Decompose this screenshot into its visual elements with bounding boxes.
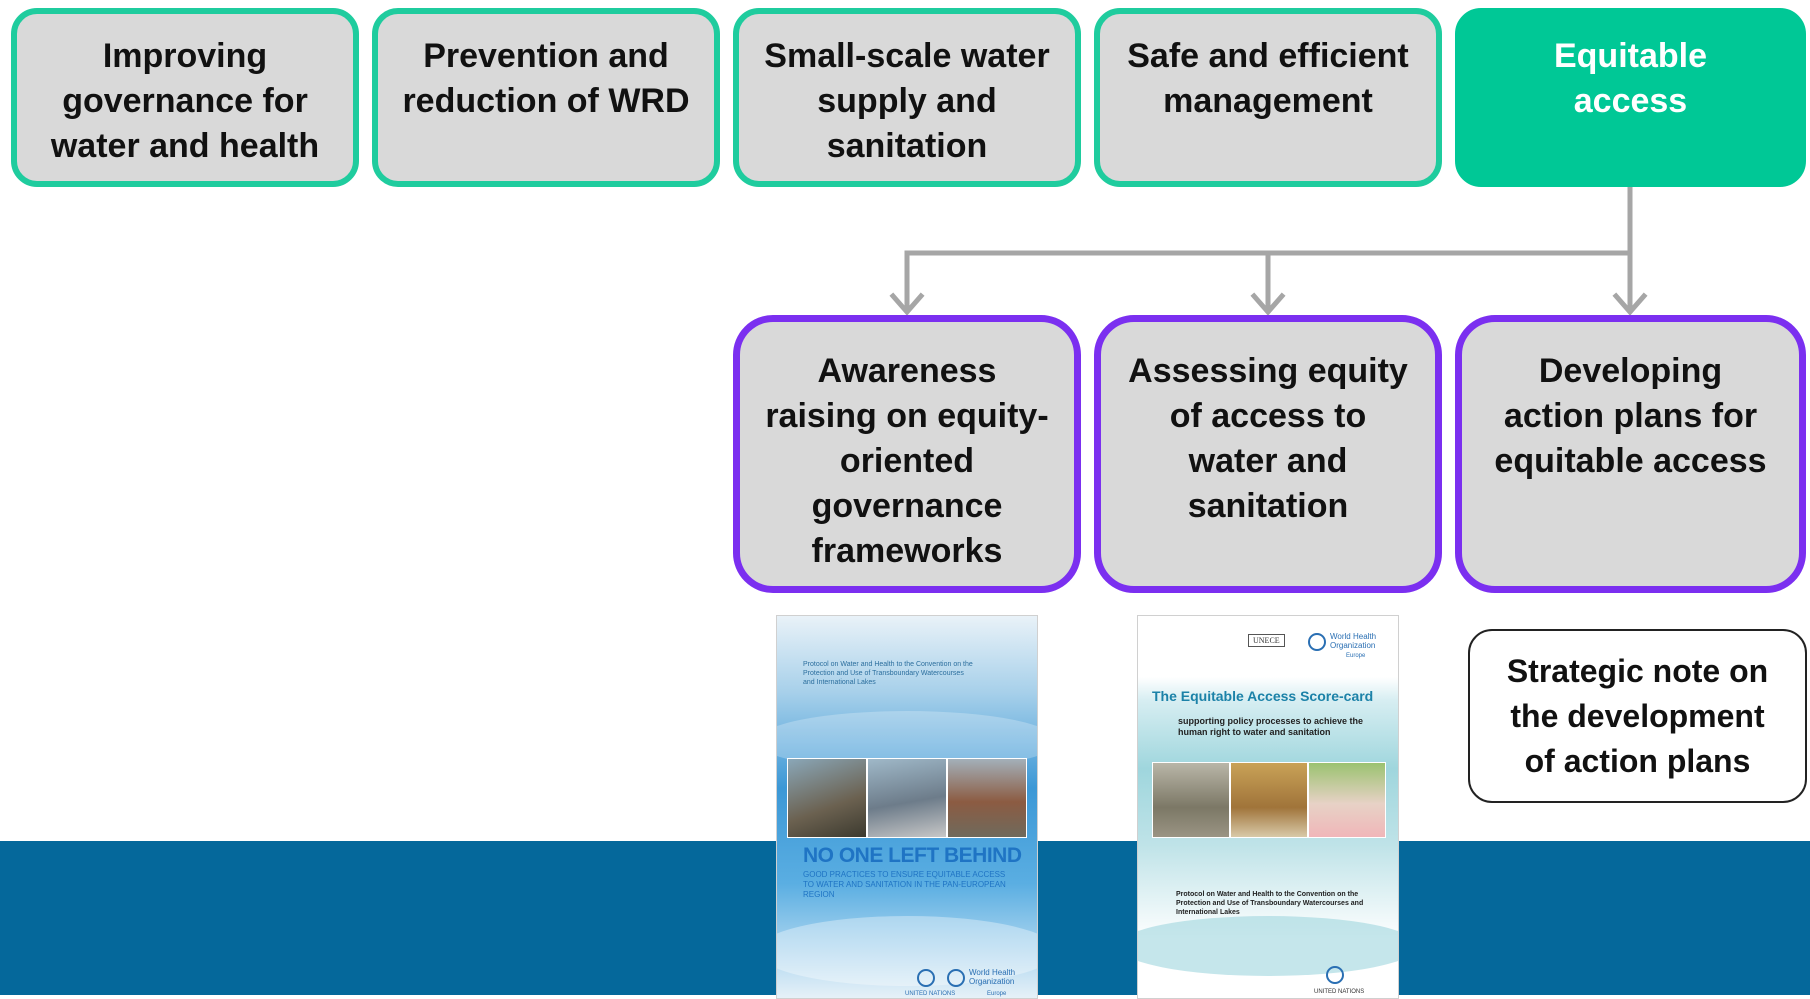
cover-title: The Equitable Access Score-card [1152, 688, 1374, 704]
cover-logo-right: World Health Organization [969, 968, 1016, 986]
arrowhead-3 [1612, 292, 1648, 316]
box-label: Assessing equity of access to water and … [1128, 352, 1408, 525]
cover-photo [787, 758, 867, 838]
arrowhead-2 [1250, 292, 1286, 316]
cover-logo-left: UNECE [1248, 634, 1285, 647]
un-emblem-icon [917, 969, 935, 987]
arrowhead-1 [889, 292, 925, 316]
box-equitable-access: Equitable access [1455, 8, 1806, 187]
note-label: Strategic note on the development of act… [1506, 652, 1769, 779]
cover-photo [1230, 762, 1308, 838]
box-safe-management: Safe and efficient management [1094, 8, 1442, 187]
cover-footer: UNITED NATIONS [1314, 989, 1365, 995]
un-emblem-icon [1326, 966, 1344, 984]
cover-photo [1308, 762, 1386, 838]
who-emblem-icon [1308, 633, 1326, 651]
cover-photo [867, 758, 947, 838]
cover-title: NO ONE LEFT BEHIND [803, 844, 1022, 867]
cover-protocol: Protocol on Water and Health to the Conv… [1176, 891, 1364, 916]
who-emblem-icon [947, 969, 965, 987]
box-label: Prevention and reduction of WRD [402, 37, 690, 120]
box-developing-action-plans: Developing action plans for equitable ac… [1455, 315, 1806, 593]
box-label: Awareness raising on equity- oriented go… [765, 352, 1049, 570]
box-label: Small-scale water supply and sanitation [764, 37, 1050, 165]
box-label: Developing action plans for equitable ac… [1494, 352, 1767, 480]
box-improving-governance: Improving governance for water and healt… [11, 8, 359, 187]
strategic-note: Strategic note on the development of act… [1468, 629, 1807, 803]
cover-photo [947, 758, 1027, 838]
cover-subtitle: GOOD PRACTICES TO ENSURE EQUITABLE ACCES… [803, 870, 1006, 899]
box-label: Improving governance for water and healt… [50, 37, 320, 165]
cover-equitable-access-scorecard: UNECE World Health Organization Europe T… [1137, 615, 1399, 999]
box-label: Safe and efficient management [1127, 37, 1409, 120]
cover-logo-left: UNITED NATIONS [905, 991, 956, 997]
cover-logo-right-sub: Europe [987, 991, 1007, 997]
box-small-scale-water: Small-scale water supply and sanitation [733, 8, 1081, 187]
cover-logo-right: World Health Organization [1330, 632, 1377, 650]
cover-photo [1152, 762, 1230, 838]
cover-header: Protocol on Water and Health to the Conv… [803, 661, 973, 686]
box-label: Equitable access [1553, 37, 1708, 120]
box-prevention-wrd: Prevention and reduction of WRD [372, 8, 720, 187]
cover-subtitle: supporting policy processes to achieve t… [1178, 716, 1364, 737]
cover-wave [777, 916, 1037, 986]
box-awareness-raising: Awareness raising on equity- oriented go… [733, 315, 1081, 593]
box-assessing-equity: Assessing equity of access to water and … [1094, 315, 1442, 593]
cover-logo-right-sub: Europe [1346, 653, 1366, 659]
cover-no-one-left-behind: Protocol on Water and Health to the Conv… [776, 615, 1038, 999]
cover-wave [1138, 916, 1398, 976]
